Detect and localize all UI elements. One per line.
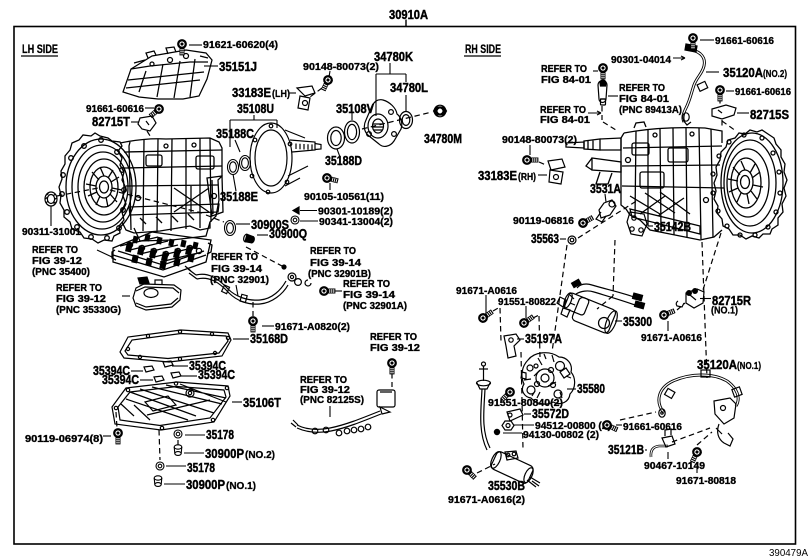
svg-text:(LH): (LH) [272,89,290,100]
svg-text:90311-31001: 90311-31001 [22,227,82,238]
svg-text:91661-60616: 91661-60616 [715,36,775,47]
svg-text:30900P: 30900P [186,477,225,492]
svg-text:35188C: 35188C [216,126,254,141]
svg-text:90341-13004(2): 90341-13004(2) [319,217,393,228]
svg-text:FIG 84-01: FIG 84-01 [540,115,590,126]
svg-text:82715S: 82715S [750,107,789,122]
svg-text:35394C: 35394C [189,358,226,373]
svg-text:(RH): (RH) [518,172,536,183]
svg-text:390479A: 390479A [769,548,808,559]
svg-text:30900Q: 30900Q [269,226,307,241]
svg-text:(PNC 89413A): (PNC 89413A) [619,105,682,116]
svg-text:35530B: 35530B [488,478,525,493]
svg-text:82715R: 82715R [712,293,751,308]
svg-text:FIG 39-14: FIG 39-14 [211,264,262,275]
svg-text:35188E: 35188E [220,189,258,204]
svg-text:35563: 35563 [531,231,559,246]
svg-text:90301-04014: 90301-04014 [611,55,672,66]
svg-text:REFER TO: REFER TO [343,279,390,290]
svg-text:91621-60620(4): 91621-60620(4) [203,40,278,51]
svg-text:FIG 39-12: FIG 39-12 [370,343,420,354]
svg-text:35572D: 35572D [532,406,569,421]
svg-text:35394C: 35394C [198,367,235,382]
svg-text:(PNC 32901): (PNC 32901) [210,275,269,286]
svg-text:94130-00802 (2): 94130-00802 (2) [523,430,599,441]
svg-text:34780K: 34780K [374,49,413,64]
svg-text:(NO.1): (NO.1) [737,361,761,372]
svg-text:REFER TO: REFER TO [370,332,417,343]
svg-text:90467-10149: 90467-10149 [644,461,706,472]
svg-text:91661-60616: 91661-60616 [623,422,683,433]
svg-text:REFER TO: REFER TO [619,83,665,94]
svg-text:RH SIDE: RH SIDE [465,42,501,56]
svg-text:35394C: 35394C [102,372,139,387]
svg-text:33183E: 33183E [478,168,517,183]
svg-text:(PNC 82125S): (PNC 82125S) [300,395,364,406]
svg-text:3531A: 3531A [590,181,621,196]
svg-text:35300: 35300 [623,314,652,329]
svg-text:91661-60616: 91661-60616 [735,87,792,98]
svg-text:94512-00800 (2): 94512-00800 (2) [535,421,611,432]
svg-text:91671-80818: 91671-80818 [676,476,737,487]
svg-text:35394C: 35394C [93,363,130,378]
svg-text:91551-80840(2): 91551-80840(2) [488,398,563,409]
svg-text:FIG 39-12: FIG 39-12 [32,256,82,267]
svg-text:REFER TO: REFER TO [541,64,587,75]
svg-text:90148-80073(2): 90148-80073(2) [502,135,577,146]
svg-text:91661-60616: 91661-60616 [86,104,145,115]
svg-text:35168D: 35168D [250,331,288,346]
svg-text:(NO.1): (NO.1) [711,306,738,317]
svg-text:(PNC 35330G): (PNC 35330G) [56,305,121,316]
svg-text:35197A: 35197A [525,331,562,346]
svg-text:30900P: 30900P [205,446,244,461]
svg-text:REFER TO: REFER TO [211,252,258,263]
svg-text:35178: 35178 [206,427,234,442]
svg-text:34780M: 34780M [424,131,462,146]
svg-text:90119-06974(8): 90119-06974(8) [25,434,103,445]
svg-text:91671-A0616(2): 91671-A0616(2) [448,495,525,506]
svg-text:35108V: 35108V [336,101,374,116]
svg-text:FIG 39-12: FIG 39-12 [56,294,106,305]
svg-text:REFER TO: REFER TO [300,375,347,386]
svg-text:30900S: 30900S [251,217,289,232]
svg-text:91671-A0616: 91671-A0616 [456,286,518,297]
svg-text:35120A: 35120A [723,65,763,80]
svg-text:(PNC 32901A): (PNC 32901A) [343,301,407,312]
svg-text:REFER TO: REFER TO [540,105,586,116]
svg-text:33183E: 33183E [232,85,271,100]
svg-text:(NO.1): (NO.1) [226,481,256,492]
svg-text:90105-10561(11): 90105-10561(11) [304,192,384,203]
svg-text:91671-A0616: 91671-A0616 [641,333,703,344]
svg-text:(PNC 35400): (PNC 35400) [32,267,90,278]
svg-text:90148-80073(2): 90148-80073(2) [303,62,379,73]
svg-text:90301-10189(2): 90301-10189(2) [318,207,393,218]
svg-text:(NO.2): (NO.2) [763,69,787,80]
svg-text:91551-80822: 91551-80822 [498,297,557,308]
svg-text:35121B: 35121B [608,442,644,457]
svg-text:35580: 35580 [577,381,605,396]
svg-text:(NO.2): (NO.2) [245,450,275,461]
svg-text:LH SIDE: LH SIDE [22,42,58,56]
svg-text:35151J: 35151J [219,59,257,74]
svg-text:REFER TO: REFER TO [56,283,102,294]
svg-text:REFER TO: REFER TO [310,246,356,257]
svg-text:35178: 35178 [187,460,215,475]
svg-text:30910A: 30910A [389,7,428,22]
svg-text:90119-06816: 90119-06816 [513,216,575,227]
svg-text:91671-A0820(2): 91671-A0820(2) [275,322,350,333]
svg-text:FIG 39-14: FIG 39-14 [310,258,361,269]
svg-text:82715T: 82715T [92,114,130,129]
svg-text:FIG 39-12: FIG 39-12 [300,385,350,396]
svg-text:35106T: 35106T [243,395,281,410]
svg-text:34780L: 34780L [390,80,428,95]
svg-text:FIG 84-01: FIG 84-01 [541,75,591,86]
svg-text:FIG 39-14: FIG 39-14 [343,290,395,301]
svg-text:FIG 84-01: FIG 84-01 [619,94,669,105]
svg-text:REFER TO: REFER TO [32,245,78,256]
svg-text:35188D: 35188D [325,153,362,168]
svg-text:(PNC 32901B): (PNC 32901B) [308,269,371,280]
svg-text:35108U: 35108U [237,101,274,116]
